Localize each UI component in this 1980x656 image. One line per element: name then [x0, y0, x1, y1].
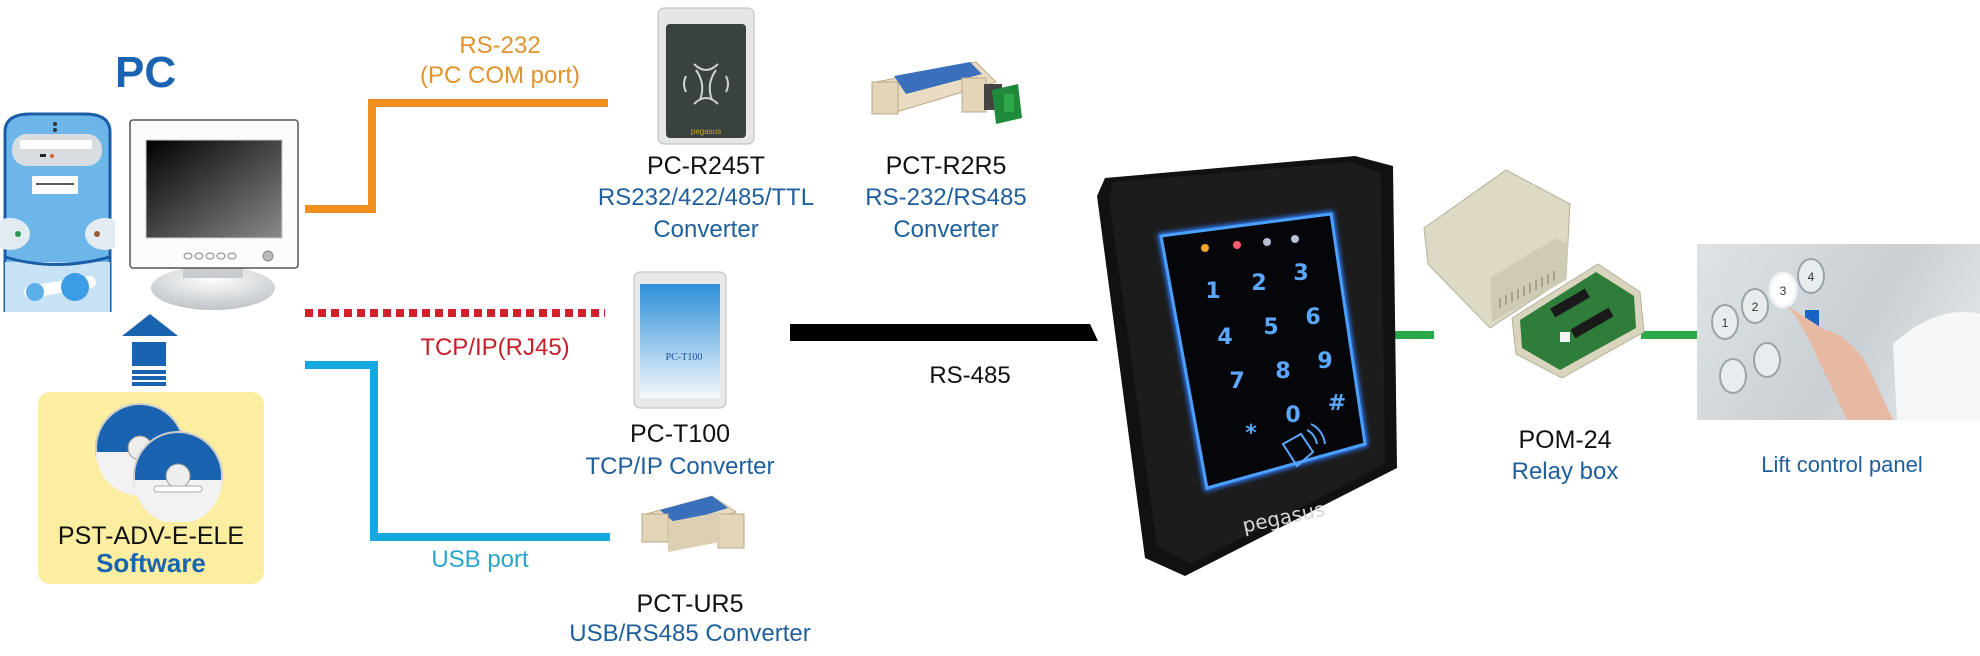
pct-r2r5-desc2: Converter: [893, 216, 999, 243]
key-8: 8: [1275, 359, 1290, 384]
pom-24-desc: Relay box: [1511, 458, 1619, 485]
svg-text:pegasus: pegasus: [691, 127, 721, 136]
key-0: 0: [1285, 403, 1300, 428]
monitor-icon: [128, 118, 300, 313]
key-4: 4: [1217, 325, 1232, 350]
pc-t100-device-icon: PC-T100: [632, 270, 728, 410]
tcpip-line: [305, 309, 605, 317]
rs232-line-top: [368, 99, 608, 107]
lift-button-1: 1: [1722, 316, 1729, 330]
pct-r2r5-model: PCT-R2R5: [885, 152, 1007, 180]
rs232-label: RS-232: [459, 32, 541, 59]
lift-button-3: 3: [1780, 284, 1787, 298]
software-package: PST-ADV-E-ELE Software: [38, 392, 264, 584]
pct-r2r5-desc: RS-232/RS485: [865, 184, 1027, 211]
pc-t100-desc: TCP/IP Converter: [585, 453, 775, 480]
software-label: Software: [96, 548, 206, 578]
key-7: 7: [1229, 369, 1244, 394]
pct-ur5-model: PCT-UR5: [636, 590, 744, 618]
pc-r245t-model: PC-R245T: [646, 152, 766, 180]
upload-arrow-icon: [120, 312, 180, 388]
pc-r245t-device-icon: pegasus: [656, 6, 756, 146]
software-model: PST-ADV-E-ELE: [57, 522, 245, 550]
key-1: 1: [1205, 279, 1220, 304]
pct-r2r5-device-icon: [866, 52, 1026, 142]
keypad-reader-device: 1 2 3 4 5 6 7 8 9 * 0 # pegasus: [1075, 148, 1415, 578]
tcpip-label: TCP/IP(RJ45): [420, 334, 570, 361]
pom-24-model: POM-24: [1518, 426, 1612, 454]
pc-r245t-desc2: Converter: [653, 216, 759, 243]
key-5: 5: [1263, 315, 1278, 340]
rfid-card-icon: [1281, 423, 1326, 468]
rs485-line: [790, 324, 1100, 342]
pct-ur5-device-icon: [640, 492, 750, 564]
key-6: 6: [1305, 305, 1320, 330]
pc-t100-model: PC-T100: [629, 420, 731, 448]
lift-panel-label: Lift control panel: [1761, 452, 1923, 477]
usb-line-vertical: [370, 361, 378, 541]
lift-button-4: 4: [1808, 270, 1815, 284]
rs485-label: RS-485: [929, 362, 1011, 389]
pc-title: PC: [115, 48, 177, 97]
pom-24-device-icon: [1420, 168, 1650, 378]
pc-t100-screen-text: PC-T100: [666, 352, 703, 363]
pct-ur5-desc: USB/RS485 Converter: [569, 620, 811, 647]
pc-r245t-desc: RS232/422/485/TTL: [597, 184, 815, 211]
pc-tower-icon: [0, 112, 115, 312]
rs232-sublabel: (PC COM port): [419, 62, 580, 89]
relay-lift-link: [1641, 331, 1701, 339]
key-star: *: [1245, 421, 1257, 446]
keypad-leds: [1201, 235, 1299, 252]
usb-label: USB port: [431, 546, 529, 573]
key-2: 2: [1251, 271, 1266, 296]
key-9: 9: [1317, 349, 1332, 374]
rs232-line: [305, 205, 375, 213]
software-cd-icon: [94, 402, 224, 522]
key-hash: #: [1328, 391, 1346, 416]
lift-control-panel-photo: 1 2 3 4: [1697, 244, 1980, 420]
key-3: 3: [1293, 261, 1308, 286]
usb-line-top: [305, 361, 377, 369]
rs232-line-vertical: [368, 99, 376, 213]
usb-line-bottom: [370, 533, 610, 541]
keypad-relay-link: [1394, 331, 1434, 339]
lift-button-2: 2: [1752, 300, 1759, 314]
